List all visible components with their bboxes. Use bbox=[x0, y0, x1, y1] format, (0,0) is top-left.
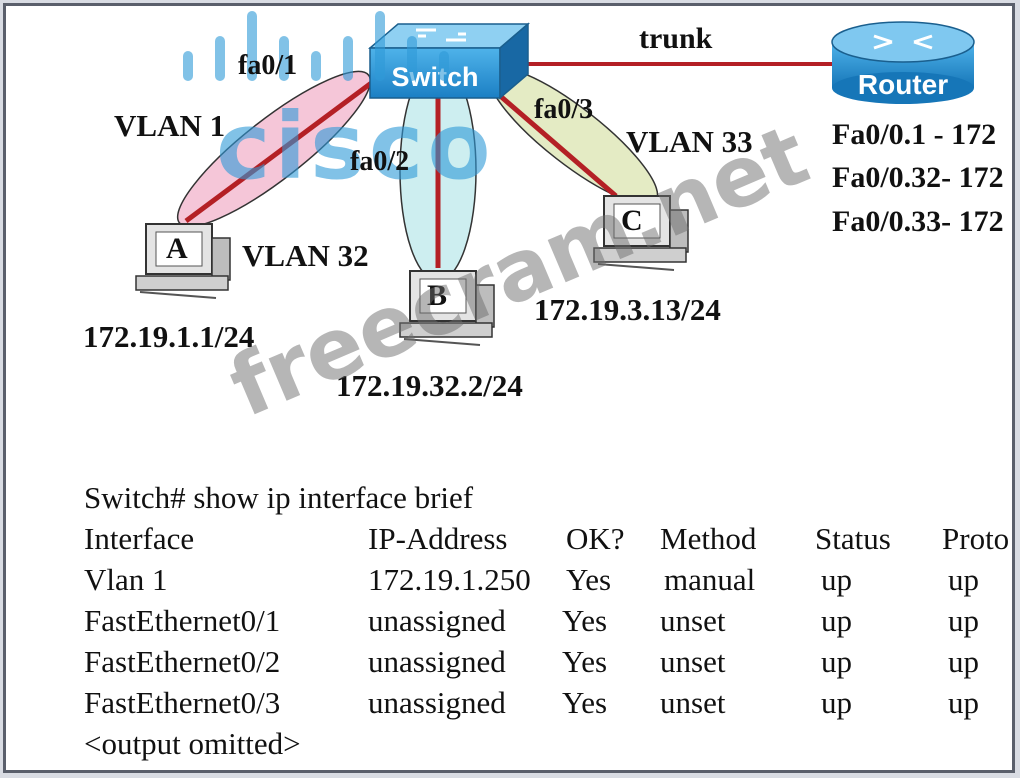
cell-status: up bbox=[821, 603, 852, 638]
vlan33-label: VLAN 33 bbox=[626, 124, 753, 159]
pc-a-label: A bbox=[166, 232, 188, 265]
diagram-frame: Switch Router bbox=[3, 3, 1015, 773]
vlan32-label: VLAN 32 bbox=[242, 238, 369, 273]
cell-method: unset bbox=[660, 685, 726, 720]
pc-b[interactable] bbox=[399, 270, 495, 346]
cell-ip: unassigned bbox=[368, 603, 506, 638]
cell-ok: Yes bbox=[562, 685, 608, 720]
cell-status: up bbox=[821, 644, 852, 679]
switch-label: Switch bbox=[391, 62, 478, 92]
link-fa03 bbox=[496, 92, 618, 198]
col-ip-address: IP-Address bbox=[368, 521, 508, 556]
host-a-ip: 172.19.1.1/24 bbox=[83, 319, 255, 354]
cell-interface: FastEthernet0/3 bbox=[84, 685, 281, 720]
cell-method: manual bbox=[664, 562, 756, 597]
cli-command: Switch# show ip interface brief bbox=[84, 480, 474, 515]
pc-c-label: C bbox=[621, 204, 643, 237]
pc-a[interactable] bbox=[135, 223, 231, 299]
cell-interface: FastEthernet0/2 bbox=[84, 644, 281, 679]
router-subif-1: Fa0/0.1 - 172 bbox=[832, 118, 997, 151]
col-status: Status bbox=[815, 521, 891, 556]
topology-diagram: Switch Router bbox=[135, 11, 975, 346]
cell-interface: Vlan 1 bbox=[84, 562, 168, 597]
cell-ok: Yes bbox=[562, 644, 608, 679]
col-interface: Interface bbox=[84, 521, 195, 556]
cell-method: unset bbox=[660, 644, 726, 679]
pc-c[interactable] bbox=[593, 195, 689, 271]
cell-method: unset bbox=[660, 603, 726, 638]
cell-ip: 172.19.1.250 bbox=[368, 562, 531, 597]
col-method: Method bbox=[660, 521, 757, 556]
col-ok: OK? bbox=[566, 521, 625, 556]
vlan1-label: VLAN 1 bbox=[114, 108, 226, 143]
col-protocol: Proto bbox=[942, 521, 1010, 556]
host-b-ip: 172.19.32.2/24 bbox=[336, 368, 523, 403]
router-subif-33: Fa0/0.33- 172 bbox=[832, 205, 1004, 238]
cisco-logo-text: cisco bbox=[216, 93, 495, 200]
cell-protocol: up bbox=[948, 562, 979, 597]
cell-status: up bbox=[821, 562, 852, 597]
host-c-ip: 172.19.3.13/24 bbox=[534, 292, 721, 327]
cell-protocol: up bbox=[948, 644, 979, 679]
vlan1-zone bbox=[176, 70, 372, 228]
cell-ip: unassigned bbox=[368, 644, 506, 679]
cell-interface: FastEthernet0/1 bbox=[84, 603, 281, 638]
cell-ok: Yes bbox=[566, 562, 612, 597]
link-fa01 bbox=[184, 75, 380, 224]
router-device[interactable]: Router bbox=[831, 21, 975, 104]
cisco-logo-watermark: cisco bbox=[183, 11, 495, 200]
fa02-label: fa0/2 bbox=[350, 146, 410, 177]
cell-ok: Yes bbox=[562, 603, 608, 638]
cell-protocol: up bbox=[948, 603, 979, 638]
cli-footer: <output omitted> bbox=[84, 726, 301, 761]
cell-ip: unassigned bbox=[368, 685, 506, 720]
router-label: Router bbox=[858, 69, 948, 100]
router-subif-32: Fa0/0.32- 172 bbox=[832, 161, 1004, 194]
fa01-label: fa0/1 bbox=[238, 50, 298, 81]
fa03-label: fa0/3 bbox=[534, 94, 594, 125]
cell-status: up bbox=[821, 685, 852, 720]
cell-protocol: up bbox=[948, 685, 979, 720]
pc-b-label: B bbox=[427, 279, 448, 312]
trunk-label: trunk bbox=[639, 22, 713, 55]
